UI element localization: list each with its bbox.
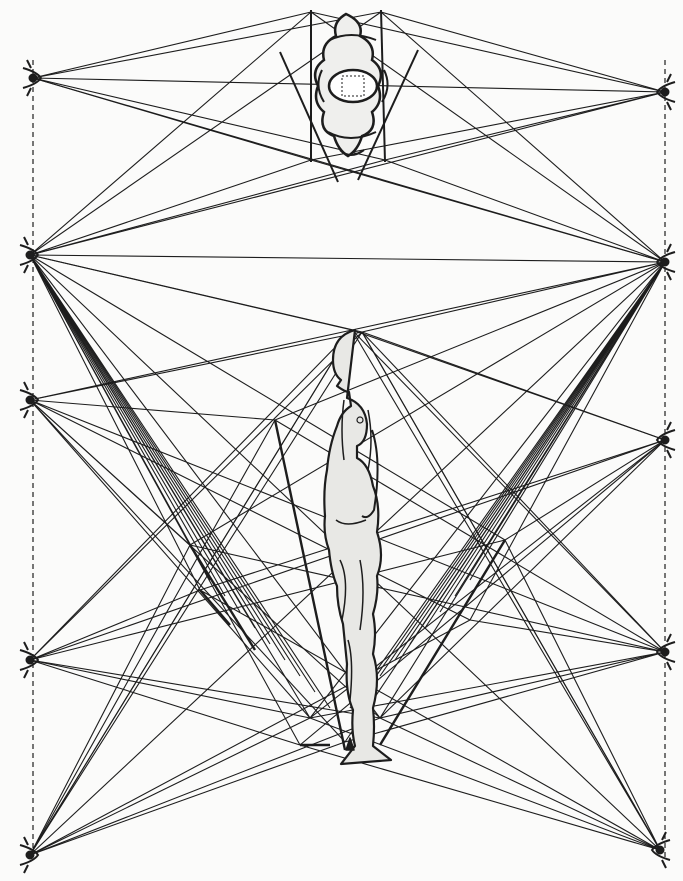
sight-line (30, 332, 362, 660)
sight-line (30, 255, 255, 628)
sight-line (470, 620, 665, 652)
sight-line (30, 160, 385, 255)
sight-line (381, 12, 665, 262)
eye-icon (20, 642, 38, 678)
sight-line (30, 400, 345, 742)
sight-line (33, 12, 311, 78)
sight-line (200, 590, 660, 850)
sight-line (385, 160, 665, 262)
sight-line (30, 255, 270, 644)
picture-plane-bar (200, 590, 230, 625)
sight-line (381, 12, 665, 92)
eye-icon (20, 837, 38, 873)
eye-icon (657, 634, 675, 670)
sight-line (30, 160, 311, 255)
sight-line (362, 262, 665, 332)
sight-line (30, 400, 190, 545)
sight-line (190, 262, 665, 545)
sight-line (352, 262, 665, 330)
eye-icon (657, 422, 675, 458)
sight-line (30, 330, 352, 660)
sight-line (275, 262, 665, 420)
sight-line (30, 545, 190, 855)
sight-line (380, 718, 660, 850)
sight-line (505, 540, 660, 850)
sight-line (30, 255, 665, 262)
sight-line (30, 255, 330, 708)
sight-line (30, 255, 505, 540)
sight-line (30, 400, 310, 718)
sight-line (470, 262, 665, 620)
eye-icon (652, 832, 670, 868)
sight-line (30, 255, 285, 660)
sight-line (440, 262, 665, 612)
sight-line (380, 652, 665, 718)
sight-line (30, 718, 380, 855)
sight-line (30, 255, 210, 580)
sight-line (30, 660, 310, 718)
sight-line (470, 262, 665, 580)
sight-line (362, 332, 660, 850)
sight-line (200, 440, 665, 590)
sight-line (30, 590, 200, 660)
sight-line (30, 742, 345, 855)
sight-line (385, 92, 665, 160)
sight-line (352, 330, 660, 850)
sight-line (30, 255, 225, 596)
